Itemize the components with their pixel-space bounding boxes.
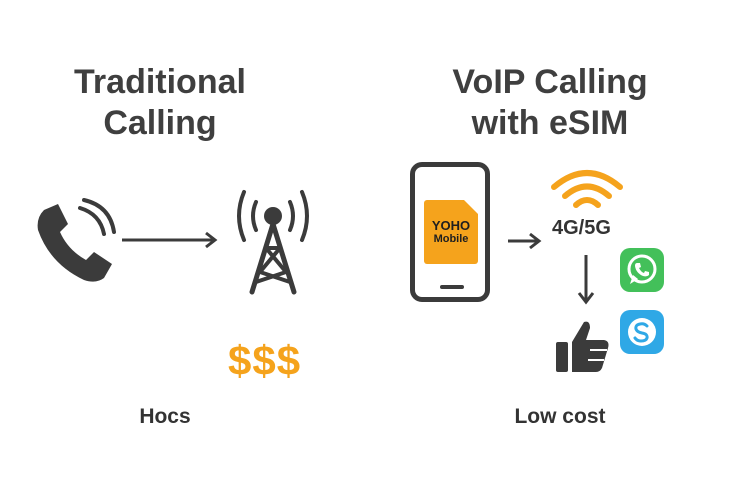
voip-calling-title: VoIP Calling with eSIM xyxy=(415,62,685,144)
voip-cost-label: Low cost xyxy=(514,405,606,428)
skype-app-badge xyxy=(620,310,664,354)
title-line: Traditional xyxy=(74,63,246,101)
price-high-text: $$$ xyxy=(228,337,302,384)
cell-tower-icon xyxy=(237,190,309,295)
thumbs-up-icon xyxy=(556,321,609,372)
title-line: with eSIM xyxy=(471,104,629,142)
esim-card-icon: YOHO Mobile xyxy=(424,200,478,264)
arrow-down xyxy=(577,255,595,305)
skype-icon xyxy=(628,318,656,346)
whatsapp-app-badge xyxy=(620,248,664,292)
title-line: VoIP Calling xyxy=(452,63,648,101)
traditional-cost-label: Hocs xyxy=(139,405,191,428)
traditional-calling-title: Traditional Calling xyxy=(55,62,265,144)
wifi-signal-icon xyxy=(551,170,623,208)
arrow-to-network xyxy=(508,232,542,250)
phone-home-bar xyxy=(440,285,464,289)
sim-sub-text: Mobile xyxy=(433,233,469,245)
whatsapp-icon xyxy=(627,254,657,284)
network-type-label: 4G/5G xyxy=(552,217,611,239)
title-line: Calling xyxy=(103,104,217,142)
phone-handset-icon xyxy=(37,198,116,282)
arrow-to-tower xyxy=(122,231,218,249)
sim-brand-text: YOHO xyxy=(431,218,471,233)
